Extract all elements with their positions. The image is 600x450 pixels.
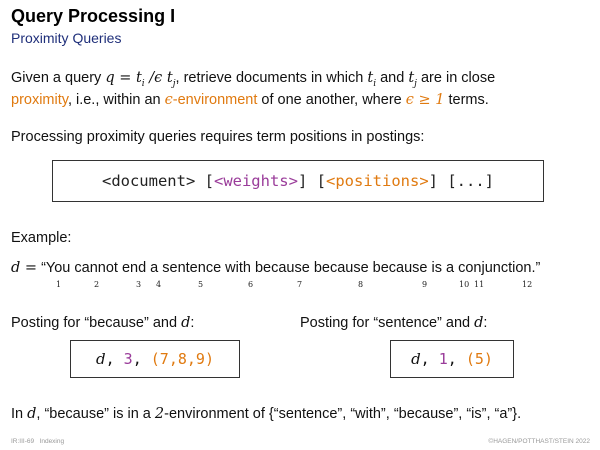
position-number: 5 bbox=[198, 280, 204, 289]
position-number: 6 bbox=[248, 280, 254, 289]
example-label: Example: bbox=[11, 230, 72, 246]
processing-text: Processing proximity queries requires te… bbox=[11, 129, 425, 145]
slide-title: Query Processing I bbox=[11, 6, 176, 26]
conclusion-text: In d, “because” is in a 2-environment of… bbox=[11, 406, 522, 422]
position-number: 10 bbox=[459, 280, 470, 289]
footer-left: IR:III-69 Indexing bbox=[11, 438, 65, 445]
position-number: 7 bbox=[297, 280, 303, 289]
postings-format-box: <document> [<weights>] [<positions>] [..… bbox=[52, 160, 544, 202]
position-number: 8 bbox=[358, 280, 364, 289]
word-positions: 1 2 3 4 5 6 7 8 9 10 11 12 bbox=[0, 280, 600, 294]
intro-line-2: proximity, i.e., within an ϵ-environment… bbox=[11, 92, 489, 108]
posting-because-box: d, 3, (7,8,9) bbox=[70, 340, 240, 378]
position-number: 9 bbox=[422, 280, 428, 289]
position-number: 11 bbox=[474, 280, 485, 289]
posting-because-label: Posting for “because” and d: bbox=[11, 315, 195, 331]
position-number: 12 bbox=[522, 280, 533, 289]
position-number: 1 bbox=[56, 280, 62, 289]
position-number: 4 bbox=[156, 280, 162, 289]
slide-subtitle: Proximity Queries bbox=[11, 30, 122, 46]
position-number: 3 bbox=[136, 280, 142, 289]
posting-sentence-box: d, 1, (5) bbox=[390, 340, 514, 378]
posting-sentence-label: Posting for “sentence” and d: bbox=[300, 315, 488, 331]
footer-right: ©HAGEN/POTTHAST/STEIN 2022 bbox=[488, 438, 590, 445]
position-number: 2 bbox=[94, 280, 100, 289]
example-sentence: d = “You cannot end a sentence with beca… bbox=[11, 260, 541, 276]
intro-line-1: Given a query q = ti /ϵ tj, retrieve doc… bbox=[11, 70, 496, 89]
